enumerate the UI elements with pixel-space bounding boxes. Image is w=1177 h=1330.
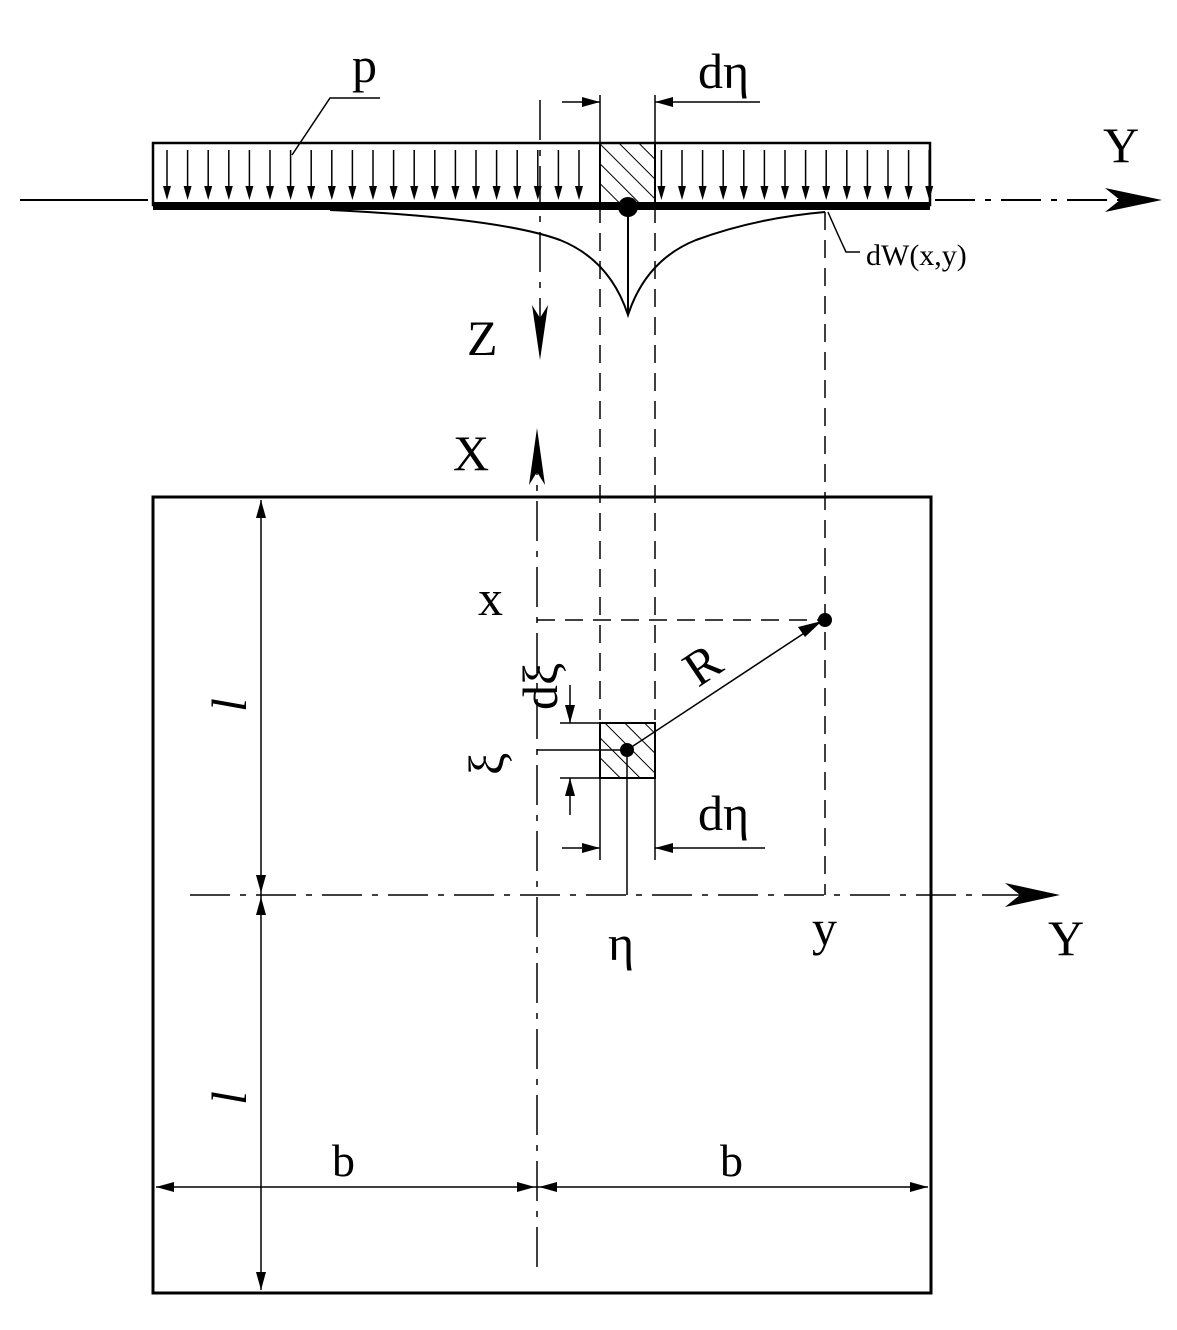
label-deflection: dW(x,y) <box>866 239 967 272</box>
load-arrow-head <box>183 186 192 200</box>
dim-l-arrow-bottom <box>256 1272 266 1290</box>
dim-b-arrow-mid-right <box>539 1182 557 1192</box>
load-leader <box>291 97 380 156</box>
target-point-dot <box>818 613 832 627</box>
dim-l-arrow-mid-up <box>256 875 266 893</box>
load-arrow-head <box>801 186 810 200</box>
label-load-p: p <box>352 37 377 93</box>
load-arrow-head <box>369 186 377 200</box>
load-arrow-head <box>266 186 274 200</box>
label-d-eta-top: dη <box>698 43 749 99</box>
label-half-width-left: b <box>332 1135 355 1186</box>
load-arrow-head <box>348 186 357 200</box>
load-arrow-head <box>904 186 913 200</box>
load-arrow-head <box>554 186 563 200</box>
label-d-eta-bottom: dη <box>698 785 749 841</box>
load-arrow-head <box>925 186 934 200</box>
d-eta-top-arrow-left <box>582 97 600 107</box>
label-axis-y-top: Y <box>1103 117 1139 173</box>
dim-l-arrow-mid-down <box>256 897 266 915</box>
load-arrow-head <box>430 186 439 200</box>
load-arrow-head <box>781 186 789 200</box>
beam-line <box>153 202 930 210</box>
label-axis-x: X <box>453 425 489 481</box>
load-arrow-head <box>842 186 851 200</box>
load-arrow-head <box>307 186 316 200</box>
label-half-width-right: b <box>720 1135 743 1186</box>
axis-y-top-arrowhead <box>1105 188 1162 212</box>
load-arrow-head <box>698 186 707 200</box>
load-arrow-head <box>884 186 892 200</box>
label-half-length-lower: l <box>201 1091 257 1105</box>
label-axis-z: Z <box>467 310 498 366</box>
load-arrow-head <box>327 186 336 200</box>
load-arrow-head <box>863 186 872 200</box>
d-eta-bottom-arrow-right <box>655 843 673 853</box>
radius-arrowhead <box>798 621 822 637</box>
load-arrow-head <box>513 186 522 200</box>
plate-y-axis-arrowhead <box>1005 883 1060 907</box>
dim-b-arrow-mid-left <box>517 1182 535 1192</box>
d-eta-bottom-arrow-left <box>582 843 600 853</box>
label-coord-eta: η <box>608 915 634 971</box>
load-arrow-head <box>410 186 419 200</box>
load-arrow-head <box>204 186 213 200</box>
label-axis-y-bottom: Y <box>1048 910 1084 966</box>
load-arrow-head <box>163 186 171 200</box>
load-arrow-head <box>739 186 748 200</box>
load-arrow-head <box>389 186 398 200</box>
load-arrow-head <box>245 186 254 200</box>
dim-b-arrow-right <box>910 1182 928 1192</box>
load-arrow-head <box>657 186 666 200</box>
top-hatched-element <box>599 142 656 206</box>
load-arrow-head <box>472 186 480 200</box>
vertical-axis <box>529 100 548 1270</box>
projection-lines <box>537 205 826 895</box>
d-xi-arrow-top <box>565 705 575 723</box>
label-coord-y: y <box>812 900 837 956</box>
label-d-xi: dξ <box>512 663 568 710</box>
load-arrow-head <box>760 186 769 200</box>
radius-vector <box>626 625 816 751</box>
x-axis-arrowhead <box>529 428 545 485</box>
label-coord-x: x <box>478 570 503 626</box>
load-arrows <box>163 150 934 200</box>
load-arrow-head <box>678 186 686 200</box>
plate-plan <box>151 495 1060 1295</box>
load-arrow-head <box>224 186 233 200</box>
load-point-dot <box>618 197 638 217</box>
load-arrow-head <box>719 186 728 200</box>
load-arrow-head <box>451 186 460 200</box>
deflection-leader <box>827 211 860 253</box>
d-xi-arrow-bottom <box>565 778 575 796</box>
load-arrow-head <box>286 186 295 200</box>
load-arrow-head <box>822 186 831 200</box>
deflection-curve <box>329 209 826 319</box>
beam-section <box>20 95 1162 319</box>
d-eta-top-arrow-right <box>655 97 673 107</box>
load-arrow-head <box>575 186 583 200</box>
label-coord-xi: ξ <box>458 753 514 775</box>
load-arrow-head <box>492 186 501 200</box>
dim-b-arrow-left <box>156 1182 174 1192</box>
label-half-length-upper: l <box>201 698 257 712</box>
dim-l-arrow-top <box>256 500 266 518</box>
z-axis-arrowhead <box>532 305 548 360</box>
